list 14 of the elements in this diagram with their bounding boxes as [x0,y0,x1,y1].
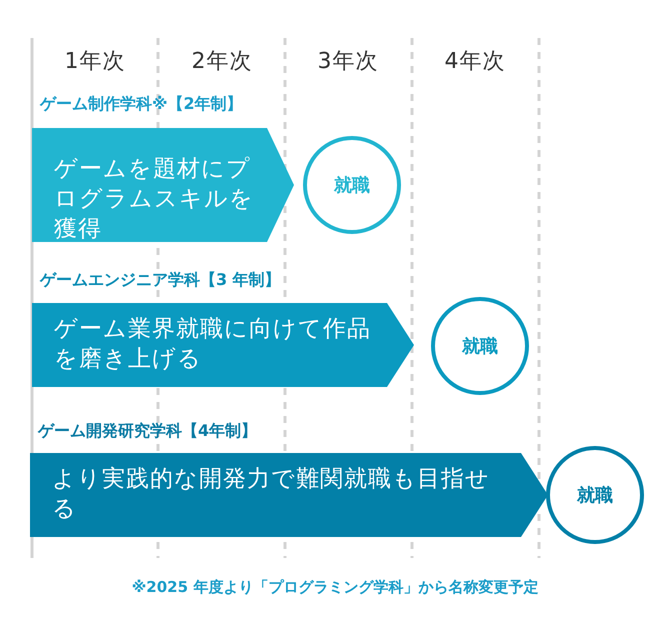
year-label: 4年次 [444,48,506,76]
job-circle: 就職 [546,446,644,544]
year-label: 1年次 [64,48,126,76]
job-circle: 就職 [431,297,529,395]
course-title: ゲームエンジニア学科【3 年制】 [40,270,281,291]
course-title: ゲーム制作学科※【2年制】 [40,94,243,115]
band-text: ゲームを題材にプログラムスキルを獲得 [54,155,255,244]
footnote: ※2025 年度より「プログラミング学科」から名称変更予定 [132,578,538,597]
band-text: より実践的な開発力で難関就職も目指せる [52,465,491,524]
year-label: 2年次 [192,48,252,76]
year-label: 3年次 [318,48,378,76]
band-text: ゲーム業界就職に向けて作品を磨き上げる [54,315,372,374]
course-title: ゲーム開発研究学科【4年制】 [38,421,258,442]
job-circle: 就職 [303,136,401,234]
